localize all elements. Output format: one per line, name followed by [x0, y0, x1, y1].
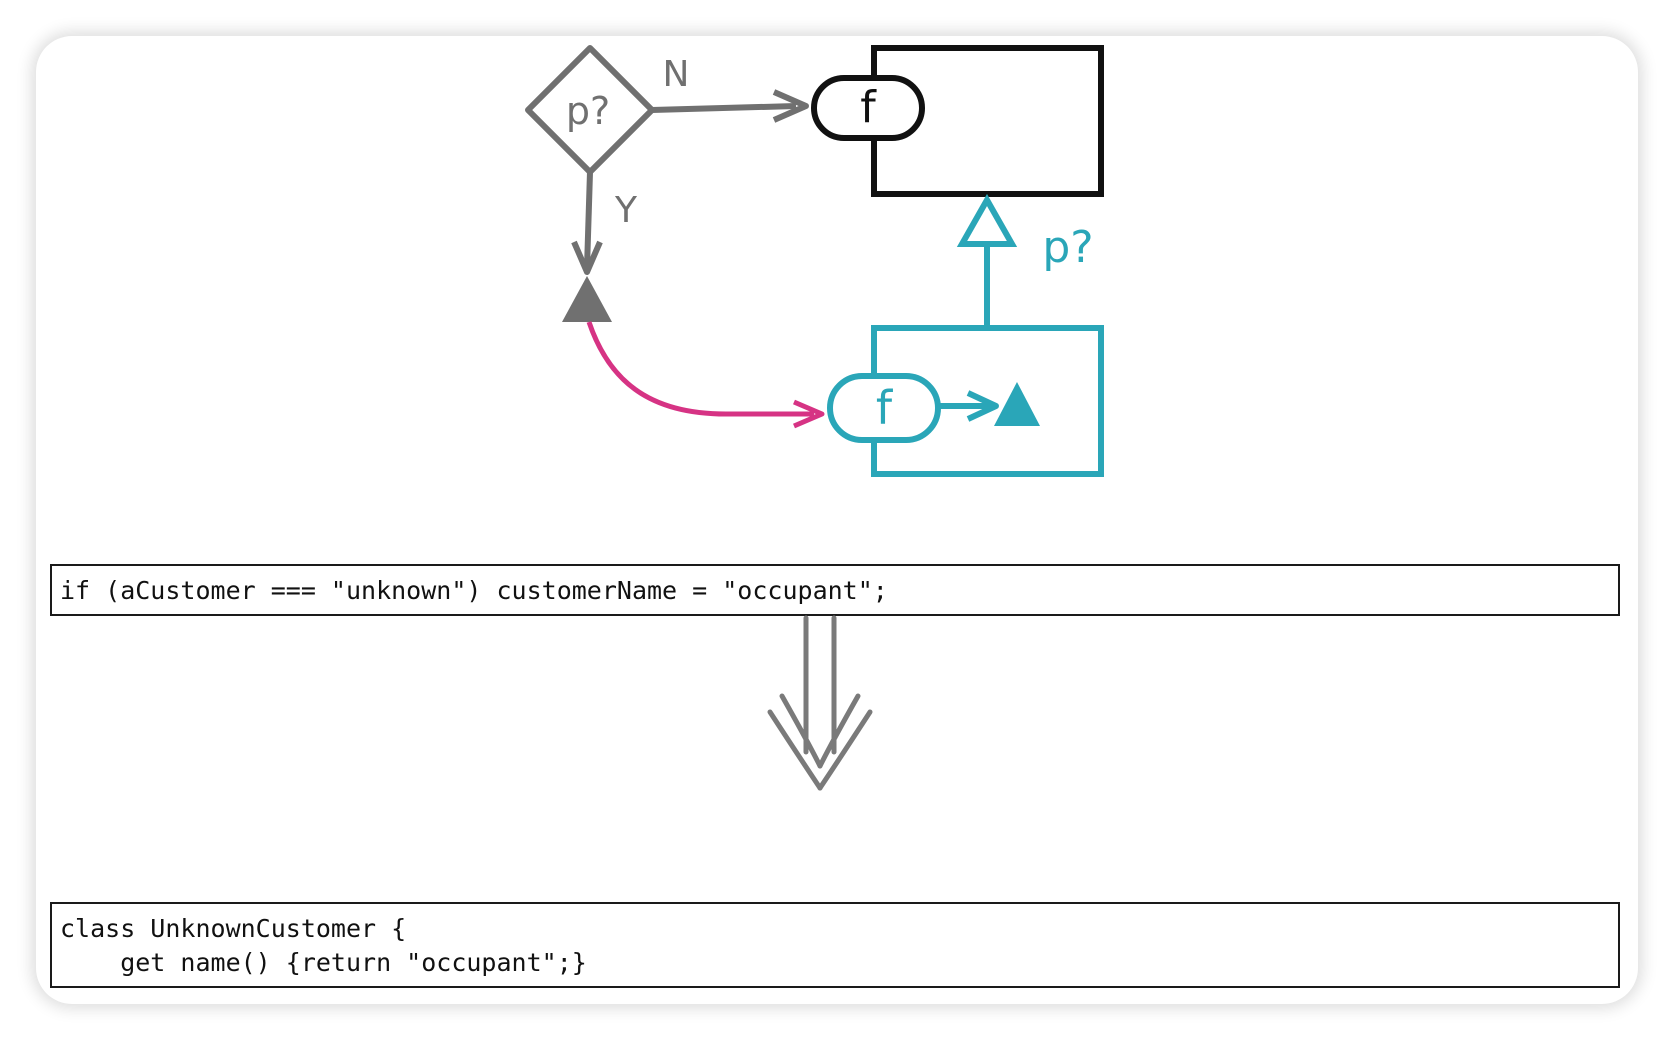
yes-branch-arrow — [571, 171, 603, 275]
subclass-function-label: f — [876, 381, 894, 435]
code-after-line-1: class UnknownCustomer { — [60, 914, 407, 943]
magenta-mapping-arrow — [586, 321, 825, 429]
base-class-box — [871, 45, 1104, 197]
code-after-line-2: get name() {return "occupant";} — [60, 948, 587, 977]
branch-yes-label: Y — [614, 190, 638, 231]
no-branch-arrow — [651, 89, 809, 123]
code-before-box: if (aCustomer === "unknown") customerNam… — [50, 564, 1620, 616]
double-down-arrow-icon — [767, 615, 873, 791]
teal-result-triangle — [994, 382, 1040, 426]
code-after-box: class UnknownCustomer { get name() {retu… — [50, 902, 1620, 988]
inheritance-arrow — [956, 193, 1018, 328]
branch-no-label: N — [663, 54, 690, 95]
decision-label: p? — [566, 89, 610, 133]
code-before-line: if (aCustomer === "unknown") customerNam… — [60, 576, 888, 605]
refactoring-diagram: p? N Y f p? f — [525, 45, 1104, 477]
diagram-frame: p? N Y f p? f — [36, 36, 1638, 1004]
subclass-condition-label: p? — [1042, 222, 1093, 273]
gray-result-triangle — [562, 276, 612, 322]
base-function-pill — [811, 75, 925, 141]
base-function-label: f — [860, 82, 877, 133]
subclass-return-arrow — [938, 390, 999, 422]
